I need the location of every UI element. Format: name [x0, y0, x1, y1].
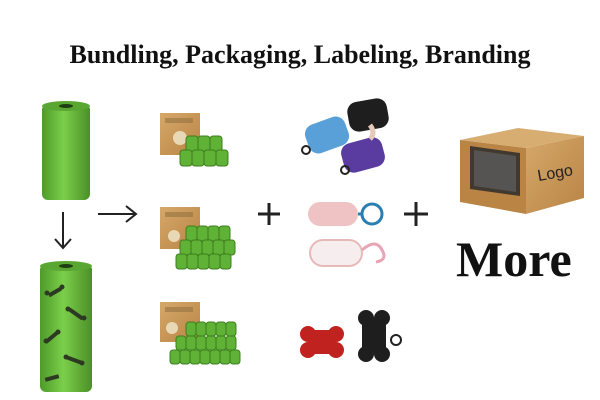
packaged-bundle-medium [160, 207, 236, 270]
capsule-dispensers [308, 202, 386, 267]
plain-bag-roll [42, 101, 90, 200]
branded-box [460, 128, 584, 214]
bone-print-icon [43, 284, 87, 382]
arrow-right-icon [98, 205, 138, 223]
more-label: More [456, 231, 572, 287]
arrow-down-icon [54, 212, 72, 250]
printed-bag-roll [40, 261, 92, 392]
pouch-dispensers [301, 98, 389, 175]
bone-dispensers [300, 310, 402, 362]
packaged-bundle-large [160, 302, 241, 365]
page-title: Bundling, Packaging, Labeling, Branding [69, 40, 531, 69]
packaged-bundle-small [160, 113, 229, 167]
plus-icon [258, 203, 280, 225]
plus-icon [404, 202, 428, 226]
